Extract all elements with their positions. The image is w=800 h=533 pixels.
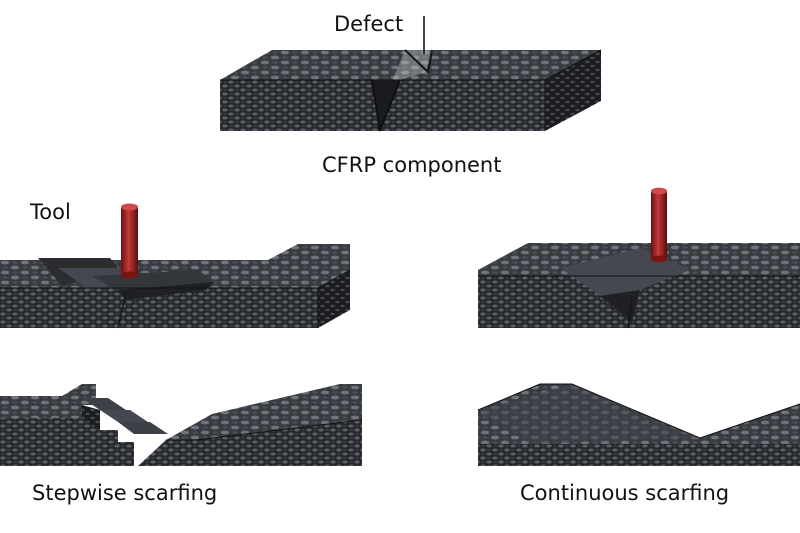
stepwise-scarfing-block xyxy=(0,384,363,466)
cfrp-component-block xyxy=(220,49,602,132)
tool-icon-left xyxy=(121,203,138,279)
tool-icon-right xyxy=(651,187,667,263)
cfrp-component-label: CFRP component xyxy=(322,153,501,177)
continuous-scarfing-block xyxy=(477,383,800,466)
tool-label: Tool xyxy=(29,200,71,224)
defect-label: Defect xyxy=(334,12,425,54)
continuous-scarfing-label: Continuous scarfing xyxy=(520,481,729,505)
defect-label-text: Defect xyxy=(334,12,403,36)
continuous-machining-block xyxy=(478,243,800,329)
stepwise-scarfing-label: Stepwise scarfing xyxy=(32,481,217,505)
stepwise-machining-block xyxy=(0,244,351,329)
